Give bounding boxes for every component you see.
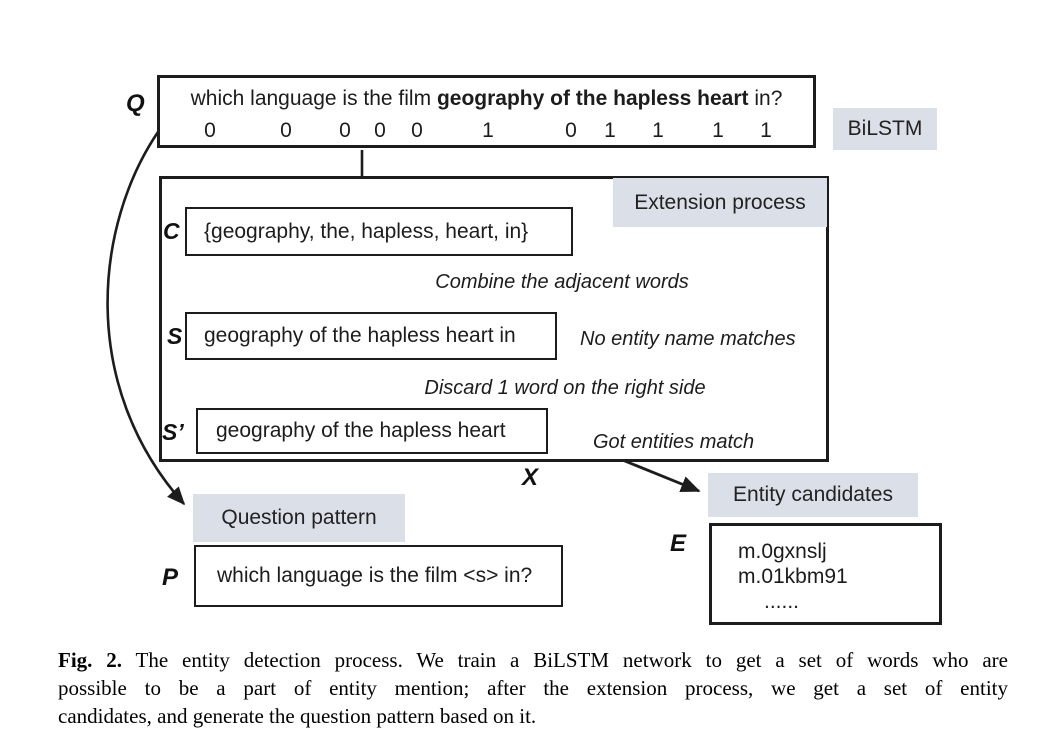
caption-line-1: Fig. 2. The entity detection process. We… — [58, 646, 1008, 674]
discard-note: Discard 1 word on the right side — [424, 377, 706, 399]
bilstm-tag: BiLSTM — [833, 108, 937, 150]
question-box: which language is the film geography of … — [157, 75, 816, 148]
question-pattern-text: which language is the film <s> in? — [217, 564, 533, 587]
binary-label: 1 — [652, 119, 664, 142]
no-match-note: No entity name matches — [580, 328, 796, 350]
sequence-text: geography of the hapless heart in — [204, 324, 516, 347]
binary-label: 1 — [712, 119, 724, 142]
entity-candidates-tag: Entity candidates — [708, 473, 918, 517]
entity-candidate-item: m.01kbm91 — [738, 565, 848, 588]
caption-line-1-text: The entity detection process. We train a… — [122, 648, 1008, 672]
binary-label: 1 — [604, 119, 616, 142]
candidate-words-text: {geography, the, hapless, heart, in} — [204, 219, 529, 243]
entity-candidates-box: m.0gxnslj m.01kbm91 ...... — [709, 523, 942, 625]
question-entity-mention: geography of the hapless heart — [436, 87, 749, 110]
binary-label: 0 — [411, 119, 423, 142]
question-post: in? — [748, 87, 783, 110]
binary-label: 0 — [204, 119, 216, 142]
c-variable-label: C — [163, 218, 180, 244]
combine-note: Combine the adjacent words — [435, 271, 689, 293]
caption-line-2: possible to be a part of entity mention;… — [58, 676, 1008, 700]
q-variable-label: Q — [126, 90, 145, 117]
entity-candidate-ellipsis: ...... — [764, 590, 800, 613]
binary-label: 1 — [760, 119, 772, 142]
entity-candidate-list: m.0gxnslj m.01kbm91 ...... — [712, 526, 939, 614]
p-variable-label: P — [162, 564, 179, 591]
question-pattern-tag: Question pattern — [193, 494, 405, 542]
extension-process-tag: Extension process — [613, 178, 827, 227]
sequence-box: geography of the hapless heart in — [185, 312, 557, 360]
binary-label: 0 — [339, 119, 351, 142]
got-match-note: Got entities match — [593, 431, 755, 453]
x-variable-label: X — [522, 464, 539, 491]
binary-label: 0 — [280, 119, 292, 142]
e-variable-label: E — [670, 530, 687, 557]
question-pre: which language is the film — [190, 87, 437, 110]
s-prime-variable-label: S’ — [162, 419, 184, 445]
binary-label-row: 0 0 0 0 0 1 0 1 1 1 1 — [160, 119, 813, 145]
binary-label: 0 — [565, 119, 577, 142]
s-variable-label: S — [167, 323, 183, 349]
question-sentence: which language is the film geography of … — [160, 87, 813, 111]
question-pattern-box: which language is the film <s> in? — [194, 545, 563, 607]
caption-fig-label: Fig. 2. — [58, 648, 123, 672]
trimmed-sequence-text: geography of the hapless heart — [216, 419, 506, 442]
entity-candidate-item: m.0gxnslj — [738, 540, 827, 563]
candidate-words-box: {geography, the, hapless, heart, in} — [185, 207, 573, 256]
trimmed-sequence-box: geography of the hapless heart — [196, 408, 548, 454]
binary-label: 1 — [482, 119, 494, 142]
figure-caption: Fig. 2. The entity detection process. We… — [58, 646, 1008, 730]
caption-line-3: candidates, and generate the question pa… — [58, 704, 537, 728]
binary-label: 0 — [374, 119, 386, 142]
